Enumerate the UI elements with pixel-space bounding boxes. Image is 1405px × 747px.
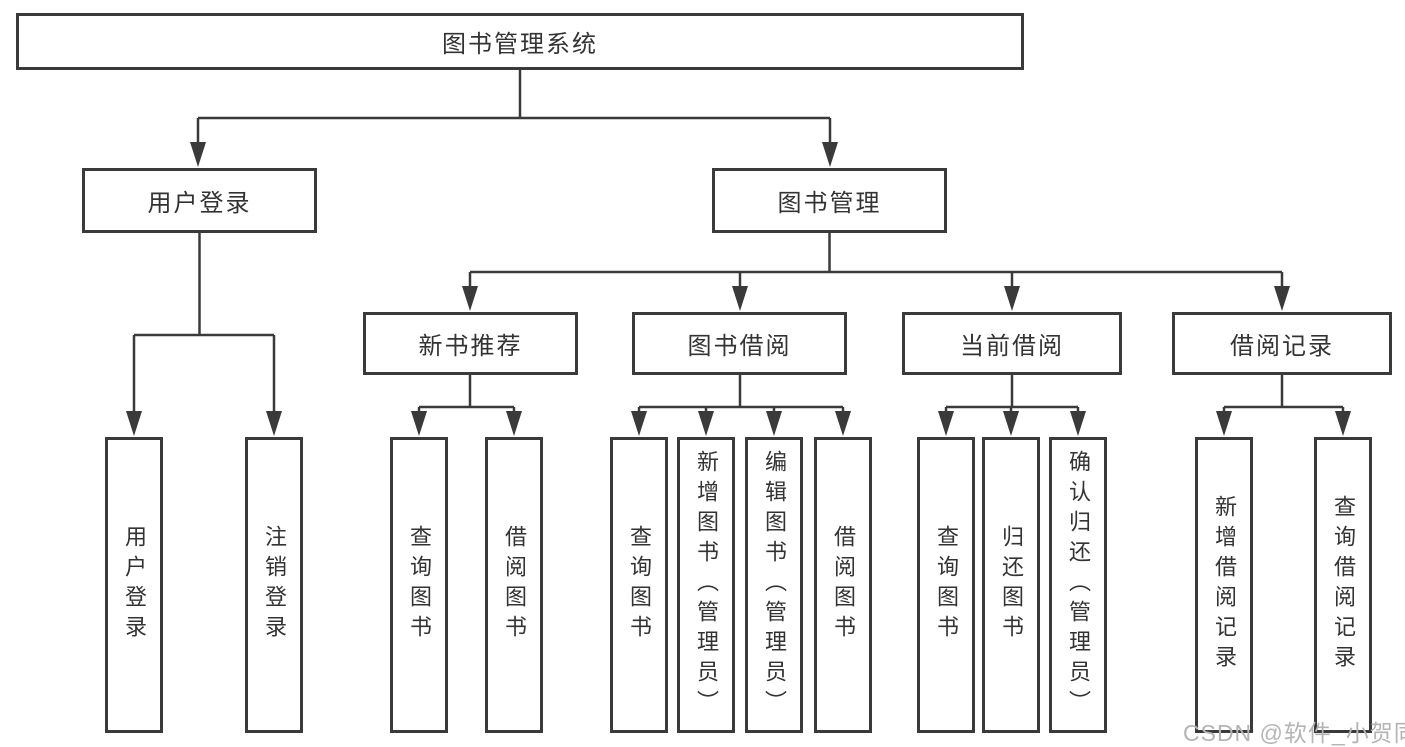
leaf-query-books-current-label: 查询图书 bbox=[934, 525, 959, 645]
leaf-add-borrow-record-label: 新增借阅记录 bbox=[1212, 495, 1237, 675]
node-user-login: 用户登录 bbox=[82, 168, 317, 233]
leaf-borrow-books-borrowing-label: 借阅图书 bbox=[831, 525, 856, 645]
leaf-logout-label: 注销登录 bbox=[262, 525, 287, 645]
leaf-user-login-label: 用户登录 bbox=[122, 525, 147, 645]
leaf-user-login: 用户登录 bbox=[105, 437, 163, 733]
leaf-add-borrow-record: 新增借阅记录 bbox=[1195, 437, 1253, 733]
leaf-confirm-return-admin-label: 确认归还（管理员） bbox=[1066, 450, 1091, 720]
leaf-borrow-books-borrowing: 借阅图书 bbox=[814, 437, 872, 733]
connector-strokes bbox=[132, 70, 1345, 413]
leaf-query-books-borrowing-label: 查询图书 bbox=[627, 525, 652, 645]
arrowheads bbox=[126, 142, 1351, 436]
node-new-book-recommend: 新书推荐 bbox=[363, 312, 578, 375]
leaf-query-borrow-record-label: 查询借阅记录 bbox=[1331, 495, 1356, 675]
node-current-borrowing: 当前借阅 bbox=[902, 312, 1122, 375]
leaf-borrow-books-newbooks-label: 借阅图书 bbox=[502, 525, 527, 645]
leaf-query-books-current: 查询图书 bbox=[917, 437, 975, 733]
node-current-borrowing-label: 当前借阅 bbox=[960, 333, 1064, 360]
leaf-return-books: 归还图书 bbox=[982, 437, 1040, 733]
csdn-watermark: CSDN @软件_小贺同学 bbox=[1183, 720, 1405, 746]
node-new-book-recommend-label: 新书推荐 bbox=[418, 333, 523, 360]
node-root: 图书管理系统 bbox=[16, 13, 1024, 70]
node-book-management-label: 图书管理 bbox=[777, 190, 882, 217]
leaf-logout: 注销登录 bbox=[245, 437, 303, 733]
leaf-borrow-books-newbooks: 借阅图书 bbox=[485, 437, 543, 733]
leaf-add-books-admin-label: 新增图书（管理员） bbox=[694, 450, 719, 720]
leaf-confirm-return-admin: 确认归还（管理员） bbox=[1049, 437, 1107, 733]
node-borrow-records: 借阅记录 bbox=[1172, 312, 1392, 375]
leaf-add-books-admin: 新增图书（管理员） bbox=[677, 437, 735, 733]
node-user-login-label: 用户登录 bbox=[147, 190, 252, 217]
node-borrow-records-label: 借阅记录 bbox=[1230, 333, 1334, 360]
node-book-borrowing: 图书借阅 bbox=[632, 312, 847, 375]
leaf-query-books-borrowing: 查询图书 bbox=[610, 437, 668, 733]
node-book-borrowing-label: 图书借阅 bbox=[687, 333, 792, 360]
leaf-edit-books-admin-label: 编辑图书（管理员） bbox=[762, 450, 787, 720]
leaf-query-borrow-record: 查询借阅记录 bbox=[1314, 437, 1372, 733]
leaf-query-books-newbooks-label: 查询图书 bbox=[407, 525, 432, 645]
leaf-edit-books-admin: 编辑图书（管理员） bbox=[745, 437, 803, 733]
leaf-return-books-label: 归还图书 bbox=[999, 525, 1024, 645]
leaf-query-books-newbooks: 查询图书 bbox=[390, 437, 448, 733]
node-book-management: 图书管理 bbox=[712, 168, 947, 233]
node-root-label: 图书管理系统 bbox=[442, 31, 598, 58]
